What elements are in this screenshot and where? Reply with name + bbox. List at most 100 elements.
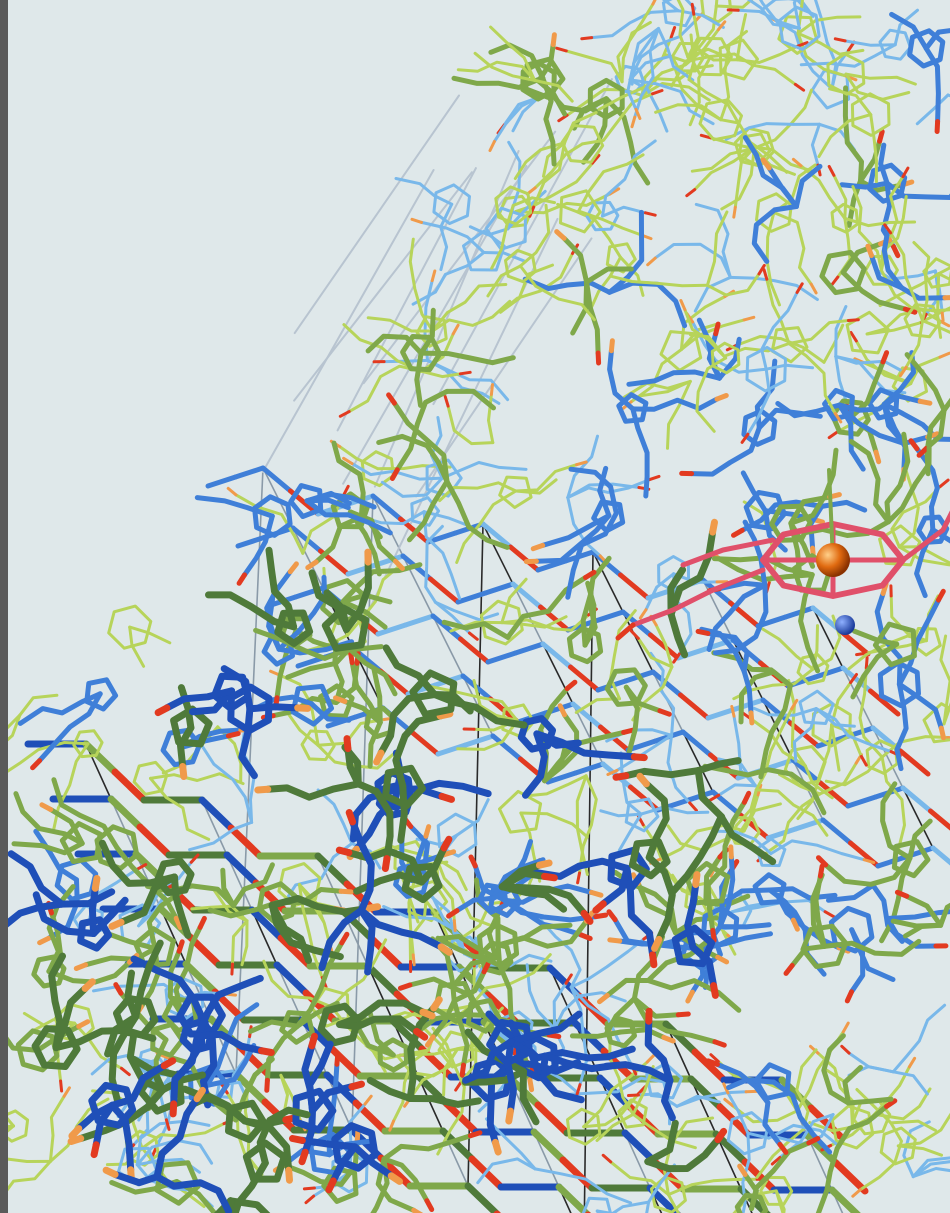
terminal-atom bbox=[630, 753, 648, 762]
terminal-atom bbox=[688, 801, 698, 812]
side-chain bbox=[347, 364, 423, 414]
backbone-bond bbox=[107, 795, 144, 831]
side-chain bbox=[851, 185, 883, 272]
side-chain bbox=[444, 478, 510, 550]
terminal-atom bbox=[468, 854, 478, 869]
hbond-line bbox=[261, 169, 435, 473]
ring-fragment bbox=[698, 98, 743, 142]
side-chain bbox=[746, 367, 771, 436]
ring-fragment bbox=[628, 838, 671, 880]
terminal-atom bbox=[189, 853, 200, 864]
side-chain bbox=[601, 139, 657, 218]
hbond-line bbox=[549, 967, 576, 1024]
side-chain bbox=[881, 401, 908, 472]
side-chain bbox=[340, 599, 388, 630]
side-chain bbox=[342, 699, 383, 725]
side-chain bbox=[619, 751, 643, 816]
terminal-atom bbox=[685, 989, 695, 1004]
side-chain bbox=[661, 1077, 676, 1122]
side-chain bbox=[694, 202, 732, 279]
side-chain bbox=[194, 495, 275, 519]
ring-fragment bbox=[164, 976, 205, 1020]
terminal-atom bbox=[294, 704, 312, 712]
backbone-bond bbox=[368, 935, 405, 971]
ring-fragment bbox=[734, 1192, 769, 1213]
side-chain bbox=[336, 1015, 421, 1035]
side-chain bbox=[75, 1101, 116, 1133]
terminal-atom bbox=[651, 935, 663, 952]
side-chain bbox=[33, 828, 79, 883]
side-chain bbox=[577, 153, 645, 213]
side-chain bbox=[818, 761, 858, 796]
backbone-bond bbox=[595, 678, 628, 693]
ring-fragment bbox=[8, 1109, 30, 1143]
side-chain bbox=[595, 1112, 635, 1142]
terminal-atom bbox=[592, 900, 607, 914]
side-chain bbox=[336, 999, 427, 1028]
side-chain bbox=[799, 43, 897, 68]
side-chain bbox=[408, 899, 428, 963]
side-chain bbox=[193, 1030, 265, 1055]
side-chain bbox=[644, 572, 676, 612]
terminal-atom bbox=[81, 978, 96, 992]
side-chain bbox=[346, 564, 401, 637]
side-chain bbox=[840, 270, 908, 312]
side-chain bbox=[735, 13, 748, 62]
terminal-atom bbox=[488, 140, 496, 152]
side-chain bbox=[705, 272, 761, 297]
side-chain bbox=[170, 1032, 201, 1108]
side-chain bbox=[599, 809, 643, 818]
terminal-atom bbox=[646, 256, 657, 267]
side-chain bbox=[582, 1092, 640, 1129]
ring-fragment bbox=[382, 764, 426, 810]
terminal-atom bbox=[468, 631, 479, 641]
terminal-atom bbox=[723, 1097, 735, 1108]
side-chain bbox=[666, 1177, 759, 1197]
side-chain bbox=[814, 707, 856, 728]
ring-fragment bbox=[867, 387, 900, 421]
side-chain bbox=[741, 668, 754, 716]
terminal-atom bbox=[169, 1100, 178, 1118]
terminal-atom bbox=[816, 855, 829, 868]
terminal-atom bbox=[102, 1166, 119, 1178]
hbond-line bbox=[226, 854, 253, 911]
terminal-atom bbox=[634, 107, 642, 120]
side-chain bbox=[499, 263, 554, 314]
terminal-atom bbox=[595, 350, 602, 366]
side-chain bbox=[869, 253, 904, 291]
side-chain bbox=[705, 882, 716, 933]
backbone-bond bbox=[820, 817, 853, 846]
side-chain bbox=[858, 138, 883, 184]
backbone-bond bbox=[868, 688, 901, 717]
side-chain bbox=[726, 1091, 750, 1135]
ring-fragment bbox=[845, 310, 890, 355]
terminal-atom bbox=[443, 395, 450, 408]
side-chain bbox=[832, 173, 848, 220]
side-chain bbox=[717, 783, 757, 797]
side-chain bbox=[702, 763, 794, 778]
side-chain bbox=[365, 333, 424, 356]
hbond-line bbox=[110, 798, 137, 855]
terminal-atom bbox=[575, 460, 588, 467]
side-chain bbox=[305, 633, 350, 652]
side-chain bbox=[52, 985, 89, 1052]
side-chain bbox=[618, 1027, 667, 1040]
side-chain bbox=[897, 545, 950, 565]
terminal-atom bbox=[649, 951, 658, 969]
side-chain bbox=[234, 493, 305, 555]
ring-fragment bbox=[922, 702, 950, 744]
side-chain bbox=[473, 51, 537, 82]
side-chain bbox=[880, 755, 906, 851]
terminal-atom bbox=[458, 370, 472, 376]
terminal-atom bbox=[917, 398, 933, 406]
side-chain bbox=[197, 740, 254, 824]
side-chain bbox=[220, 867, 236, 909]
side-chain bbox=[540, 75, 557, 167]
side-chain bbox=[173, 924, 203, 1017]
ring-fragment bbox=[566, 625, 604, 665]
terminal-atom bbox=[849, 331, 858, 343]
backbone-bond bbox=[389, 1017, 426, 1053]
side-chain bbox=[694, 767, 726, 821]
side-chain bbox=[8, 713, 22, 742]
side-chain bbox=[813, 873, 827, 949]
